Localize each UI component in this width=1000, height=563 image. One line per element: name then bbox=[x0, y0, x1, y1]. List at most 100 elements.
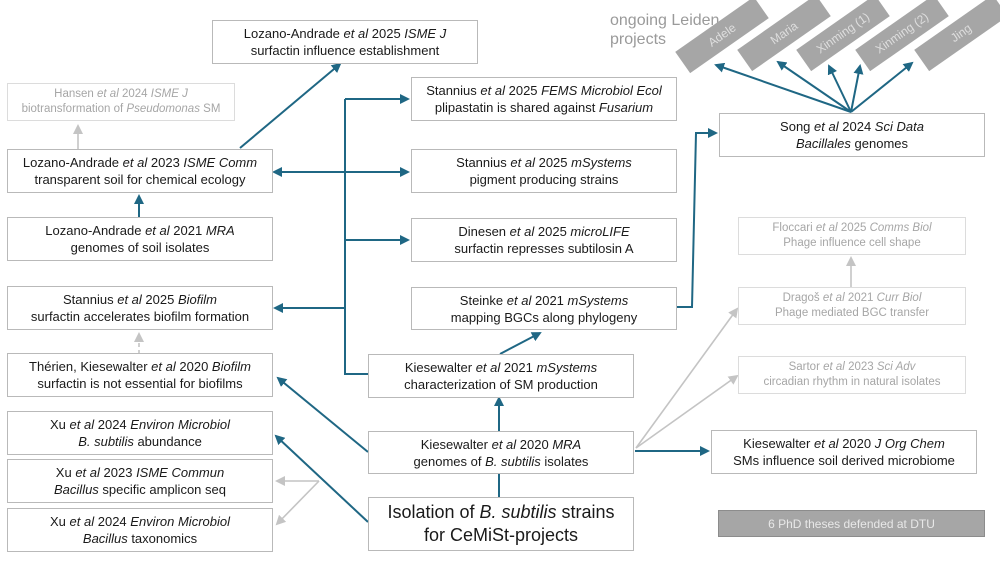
description-line: B. subtilis abundance bbox=[78, 433, 202, 450]
text-fragment: et al bbox=[491, 436, 517, 452]
text-fragment: J Org Chem bbox=[874, 436, 945, 451]
citation-line: Kiesewalter et al 2020 MRA bbox=[421, 436, 581, 453]
text-fragment: Hansen bbox=[54, 88, 94, 100]
text-fragment: ISME Commun bbox=[136, 465, 225, 480]
leiden-label-line2: projects bbox=[610, 31, 667, 48]
text-fragment: Pseudomonas bbox=[126, 103, 200, 115]
citation-line: Lozano-Andrade et al 2023 ISME Comm bbox=[23, 154, 257, 171]
node-lozano2021[interactable]: Lozano-Andrade et al 2021 MRA genomes of… bbox=[7, 217, 273, 261]
citation-line: Lozano-Andrade et al 2021 MRA bbox=[45, 222, 234, 239]
node-steinke2021[interactable]: Steinke et al 2021 mSystems mapping BGCs… bbox=[411, 287, 677, 330]
text-fragment: et al bbox=[823, 361, 845, 373]
citation-line: Stannius et al 2025 Biofilm bbox=[63, 291, 217, 308]
text-fragment: 2025 bbox=[371, 26, 401, 41]
citation-line: Xu et al 2024 Environ Microbiol bbox=[50, 513, 230, 530]
text-fragment: mapping BGCs along phylogeny bbox=[450, 309, 638, 325]
text-fragment: 2023 bbox=[848, 361, 874, 373]
text-fragment: Lozano-Andrade bbox=[243, 26, 340, 41]
text-fragment: MRA bbox=[205, 223, 235, 238]
text-fragment: 2023 bbox=[150, 155, 180, 170]
node-sartor2023[interactable]: Sartor et al 2023 Sci Adv circadian rhyt… bbox=[738, 356, 966, 394]
citation-line: Thérien, Kiesewalter et al 2020 Biofilm bbox=[29, 358, 251, 375]
text-fragment: Sci Data bbox=[874, 119, 924, 134]
text-fragment: et al bbox=[122, 155, 148, 170]
node-hansen2024[interactable]: Hansen et al 2024 ISME J biotransformati… bbox=[7, 83, 235, 121]
text-fragment: B. subtilis bbox=[479, 502, 557, 522]
edge-song-jing bbox=[850, 61, 914, 113]
text-fragment: Xu bbox=[55, 465, 72, 480]
text-fragment: Stannius bbox=[426, 83, 477, 98]
citation-line: Stannius et al 2025 mSystems bbox=[456, 154, 632, 171]
node-kiesewalter2020-joc[interactable]: Kiesewalter et al 2020 J Org Chem SMs in… bbox=[711, 430, 977, 474]
text-fragment: ISME J bbox=[150, 88, 188, 100]
description-line: Bacillales genomes bbox=[796, 135, 908, 152]
citation-line: Dinesen et al 2025 microLIFE bbox=[458, 223, 629, 240]
node-stannius-fems[interactable]: Stannius et al 2025 FEMS Microbiol Ecol … bbox=[411, 77, 677, 121]
text-fragment: transparent soil for chemical ecology bbox=[34, 172, 246, 187]
text-fragment: Kiesewalter bbox=[743, 436, 811, 451]
text-fragment: Stannius bbox=[456, 155, 507, 170]
node-dragos2021[interactable]: Dragoš et al 2021 Curr Biol Phage mediat… bbox=[738, 287, 966, 325]
text-fragment: et al bbox=[343, 26, 369, 41]
text-fragment: ISME J bbox=[404, 26, 447, 41]
text-fragment: 2024 bbox=[97, 417, 127, 432]
leiden-label-line1: ongoing Leiden bbox=[610, 12, 720, 29]
node-kiesewalter2020-mra[interactable]: Kiesewalter et al 2020 MRA genomes of B.… bbox=[368, 431, 634, 474]
text-fragment: 2025 bbox=[508, 83, 538, 98]
node-floccari2025[interactable]: Floccari et al 2025 Comms Biol Phage inf… bbox=[738, 217, 966, 255]
project-label: Jing bbox=[947, 20, 975, 46]
text-fragment: Song bbox=[780, 119, 811, 134]
citation-line: Sartor et al 2023 Sci Adv bbox=[789, 360, 916, 375]
node-xu2024b[interactable]: Xu et al 2024 Environ Microbiol Bacillus… bbox=[7, 508, 273, 552]
text-fragment: Thérien, Kiesewalter bbox=[29, 359, 148, 374]
node-lozano2025[interactable]: Lozano-Andrade et al 2025 ISME J surfact… bbox=[212, 20, 478, 64]
text-fragment: taxonomics bbox=[127, 531, 198, 546]
text-fragment: Bacillus bbox=[54, 482, 99, 497]
node-isolation[interactable]: Isolation of B. subtilis strains for CeM… bbox=[368, 497, 634, 551]
node-xu2024a[interactable]: Xu et al 2024 Environ Microbiol B. subti… bbox=[7, 411, 273, 455]
node-kiesewalter2021[interactable]: Kiesewalter et al 2021 mSystems characte… bbox=[368, 354, 634, 398]
node-song2024[interactable]: Song et al 2024 Sci Data Bacillales geno… bbox=[719, 113, 985, 157]
text-fragment: SM bbox=[199, 103, 221, 115]
text-fragment: genomes of bbox=[413, 453, 486, 469]
citation-line: Kiesewalter et al 2021 mSystems bbox=[405, 359, 597, 376]
text-fragment: B. subtilis bbox=[485, 453, 541, 469]
text-fragment: et al bbox=[97, 88, 119, 100]
text-fragment: specific amplicon seq bbox=[98, 482, 226, 497]
text-fragment: Phage influence cell shape bbox=[783, 237, 921, 249]
text-fragment: 2021 bbox=[173, 223, 203, 238]
citation-line: Xu et al 2024 Environ Microbiol bbox=[50, 416, 230, 433]
edge-kiesewalter2020-dragos bbox=[635, 307, 739, 449]
text-fragment: Stannius bbox=[63, 292, 114, 307]
citation-line: Floccari et al 2025 Comms Biol bbox=[772, 221, 931, 236]
text-fragment: Bacillus bbox=[82, 531, 128, 546]
text-fragment: B. subtilis bbox=[78, 434, 134, 449]
text-fragment: 2020 bbox=[519, 436, 549, 452]
text-fragment: 2021 bbox=[847, 292, 874, 304]
node-stannius-msystems[interactable]: Stannius et al 2025 mSystems pigment pro… bbox=[411, 149, 677, 193]
node-dinesen2025[interactable]: Dinesen et al 2025 microLIFE surfactin r… bbox=[411, 218, 677, 262]
node-therien2020[interactable]: Thérien, Kiesewalter et al 2020 Biofilm … bbox=[7, 353, 273, 397]
text-fragment: Lozano-Andrade bbox=[22, 155, 120, 170]
description-line: Bacillus specific amplicon seq bbox=[54, 481, 226, 498]
node-lozano2023[interactable]: Lozano-Andrade et al 2023 ISME Comm tran… bbox=[7, 149, 273, 193]
text-fragment: FEMS Microbiol Ecol bbox=[541, 83, 662, 98]
text-fragment: abundance bbox=[133, 434, 202, 449]
text-fragment: plipastatin is shared against bbox=[434, 100, 599, 115]
text-fragment: pigment producing strains bbox=[469, 172, 619, 187]
text-fragment: et al bbox=[145, 223, 170, 238]
text-fragment: Xu bbox=[50, 417, 66, 432]
edge-lozano2023-lozano2025 bbox=[239, 62, 342, 149]
node-stannius-biofilm[interactable]: Stannius et al 2025 Biofilm surfactin ac… bbox=[7, 286, 273, 330]
text-fragment: microLIFE bbox=[570, 224, 630, 239]
text-fragment: surfactin influence establishment bbox=[250, 43, 440, 58]
node-xu2023[interactable]: Xu et al 2023 ISME Commun Bacillus speci… bbox=[7, 459, 273, 503]
citation-line: Hansen et al 2024 ISME J bbox=[54, 87, 188, 102]
text-fragment: Kiesewalter bbox=[420, 436, 488, 452]
text-fragment: Sci Adv bbox=[876, 361, 916, 373]
text-fragment: 2020 bbox=[179, 359, 209, 374]
text-fragment: Dragoš bbox=[782, 292, 820, 304]
text-fragment: Biofilm bbox=[211, 359, 251, 374]
text-fragment: genomes bbox=[850, 136, 908, 151]
